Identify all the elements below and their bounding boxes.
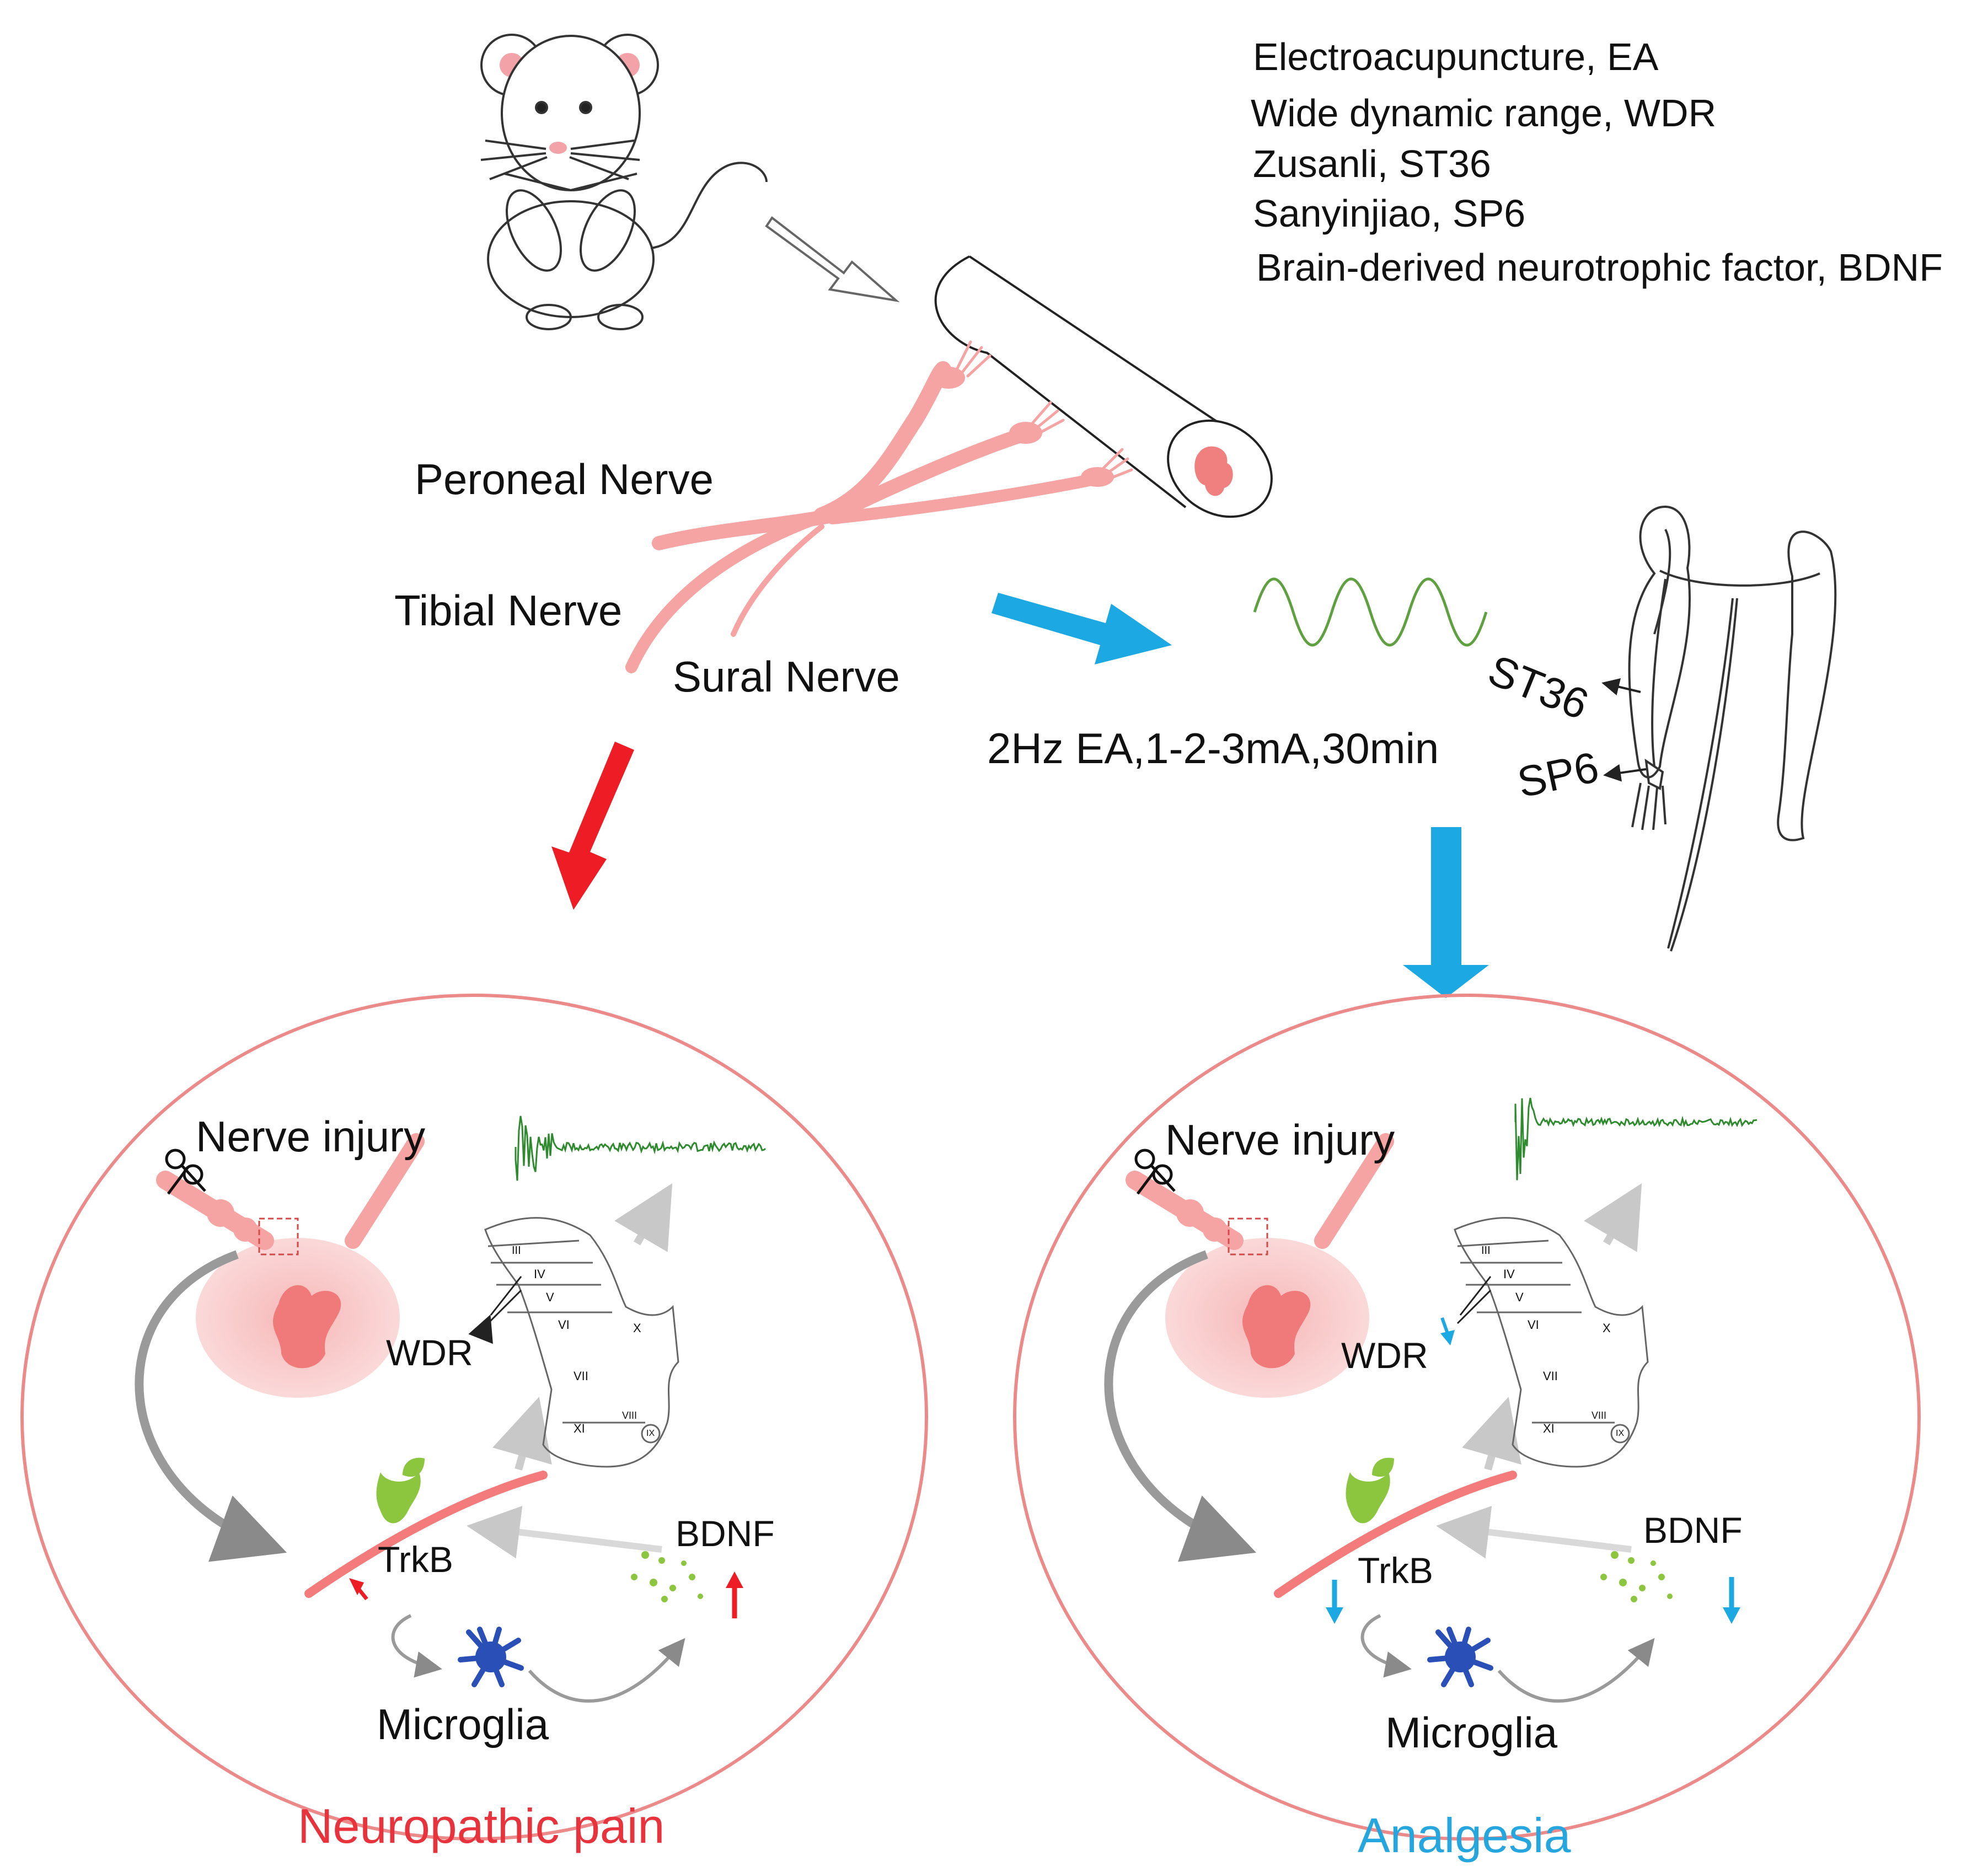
lamina-v: V: [1515, 1290, 1524, 1304]
lamina-vi: VI: [1528, 1318, 1539, 1332]
abbrev-ea: Electroacupuncture, EA: [1253, 35, 1659, 78]
lamina-vii: VII: [1543, 1369, 1558, 1383]
sp6-pointer: [1603, 764, 1647, 782]
nerve-injury-label-left: Nerve injury: [196, 1112, 426, 1161]
panel-right-border: [1013, 994, 1921, 1841]
lamina-iii: III: [1481, 1245, 1491, 1257]
lamina-iv: IV: [534, 1267, 545, 1281]
dorsal-horn-schematic: [1454, 1217, 1649, 1468]
wdr-label-right: WDR: [1341, 1335, 1428, 1376]
abbrev-bdnf: Brain-derived neurotrophic factor, BDNF: [1256, 246, 1943, 289]
hollow-arrow-icon: [765, 216, 900, 303]
abbrev-sp6: Sanyinjiao, SP6: [1253, 192, 1526, 235]
bdnf-dots: [631, 1551, 703, 1602]
trkb-label-left: TrkB: [378, 1539, 453, 1580]
outcome-neuropathic-pain: Neuropathic pain: [298, 1799, 665, 1853]
stimulation-arrow-icon: [992, 593, 1172, 664]
lamina-iii: III: [512, 1245, 521, 1257]
treatment-arrow-icon: [1403, 827, 1489, 998]
abbrev-st36: Zusanli, ST36: [1253, 142, 1491, 185]
scissors-icon: [1134, 1149, 1176, 1195]
wdr-label-left: WDR: [386, 1332, 473, 1373]
nerve-injury-label-right: Nerve injury: [1165, 1115, 1395, 1164]
bdnf-label-right: BDNF: [1643, 1510, 1743, 1551]
sural-nerve-label: Sural Nerve: [673, 652, 900, 701]
lamina-xi: XI: [574, 1422, 585, 1435]
lamina-x: X: [633, 1321, 641, 1335]
stimulation-protocol: 2Hz EA,1-2-3mA,30min: [987, 724, 1439, 773]
panel-left-mechanism: [135, 1133, 743, 1703]
bdnf-label-left: BDNF: [676, 1513, 775, 1554]
outcome-analgesia: Analgesia: [1358, 1808, 1571, 1863]
lamina-vii: VII: [574, 1369, 588, 1383]
panel-right-mechanism: [1104, 1133, 1740, 1703]
microglia-label-left: Microglia: [377, 1700, 549, 1748]
peroneal-nerve-label: Peroneal Nerve: [415, 455, 714, 503]
trkb-label-right: TrkB: [1358, 1550, 1433, 1591]
emg-trace-left: [515, 1115, 766, 1181]
microglia-icon: [1427, 1627, 1493, 1687]
lamina-xi: XI: [1543, 1422, 1555, 1435]
hindlimb-skeleton: [1628, 506, 1837, 952]
dorsal-horn-schematic: [484, 1217, 679, 1468]
abbrev-wdr: Wide dynamic range, WDR: [1251, 92, 1717, 135]
scissors-icon: [165, 1149, 206, 1195]
lamina-v: V: [546, 1290, 554, 1304]
lamina-x: X: [1603, 1321, 1611, 1335]
lamina-viii: VIII: [1592, 1410, 1607, 1421]
bdnf-dots: [1600, 1551, 1673, 1602]
lamina-iv: IV: [1503, 1267, 1515, 1281]
lamina-vi: VI: [558, 1318, 570, 1332]
panel-left-border: [20, 994, 928, 1841]
lamina-viii: VIII: [622, 1410, 637, 1421]
microglia-icon: [458, 1627, 524, 1687]
sciatic-nerve-branches: [625, 340, 1133, 673]
st36-pointer: [1601, 678, 1641, 696]
microglia-label-right: Microglia: [1385, 1708, 1558, 1757]
spinal-cord-cylinder: [934, 255, 1273, 518]
lamina-ix: IX: [1616, 1429, 1625, 1438]
injury-arrow-icon: [551, 742, 634, 910]
tibial-nerve-label: Tibial Nerve: [394, 586, 623, 635]
mouse-illustration: [480, 34, 768, 330]
emg-trace-right: [1514, 1098, 1757, 1181]
lamina-ix: IX: [646, 1429, 655, 1438]
stimulation-waveform: [1253, 577, 1488, 647]
